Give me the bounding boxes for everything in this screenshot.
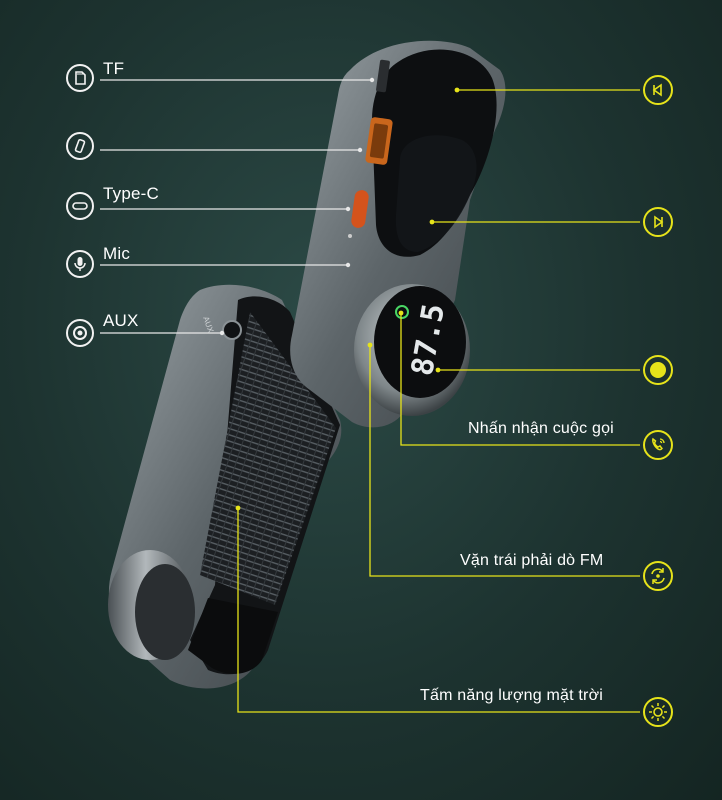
knob-button-icon <box>643 355 673 385</box>
label-tune-fm: Vặn trái phải dò FM <box>460 552 604 569</box>
sun-icon <box>643 697 673 727</box>
microphone-icon <box>66 250 94 278</box>
right-callout-lines <box>237 89 640 713</box>
sd-card-icon <box>66 64 94 92</box>
usb-c-icon <box>66 192 94 220</box>
main-body: 87.5 <box>290 40 506 428</box>
label-tf: TF <box>103 59 125 78</box>
next-track-icon <box>643 207 673 237</box>
phone-call-icon <box>643 430 673 460</box>
left-callout-lines <box>100 79 372 334</box>
label-aux: AUX <box>103 311 139 330</box>
rotate-tune-icon <box>643 561 673 591</box>
solar-arm <box>108 284 342 689</box>
label-solar-panel: Tấm năng lượng mặt trời <box>420 687 604 704</box>
label-mic: Mic <box>103 244 131 263</box>
label-type-c: Type-C <box>103 184 159 203</box>
usb-drive-icon <box>66 132 94 160</box>
label-answer-call: Nhấn nhận cuộc gọi <box>468 420 614 437</box>
previous-track-icon <box>643 75 673 105</box>
aux-jack-icon <box>66 319 94 347</box>
